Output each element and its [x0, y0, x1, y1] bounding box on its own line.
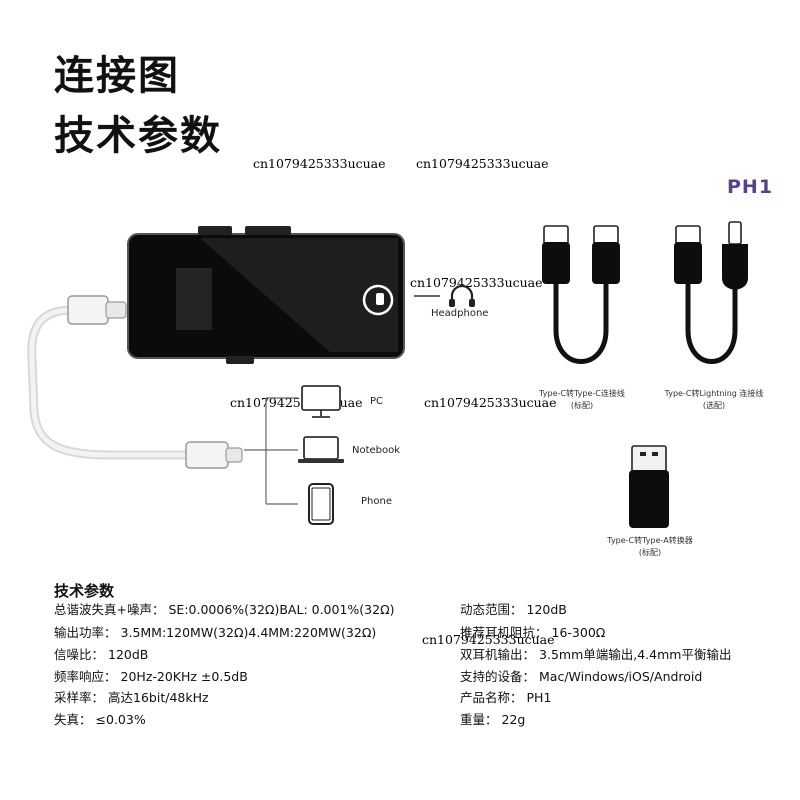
spec-label: 失真： — [54, 712, 92, 727]
c-to-a-caption-line2: (标配) — [638, 548, 662, 557]
spec-row: 采样率：高达16bit/48kHz — [54, 690, 213, 706]
notebook-icon — [298, 436, 344, 463]
watermark-text: cn1079425333ucuae — [253, 156, 386, 171]
spec-label: 产品名称： — [460, 690, 523, 705]
specs-heading: 技术参数 — [54, 582, 115, 600]
watermark-text: cn1079425333ucuae — [410, 275, 543, 290]
spec-row: 产品名称：PH1 — [460, 690, 555, 706]
spec-row: 输出功率：3.5MM:120MW(32Ω)4.4MM:220MW(32Ω) — [54, 625, 380, 641]
watermark-text: cn1079425333ucuae — [424, 395, 557, 410]
type-c-to-type-c-cable — [542, 225, 620, 364]
spec-row: 支持的设备：Mac/Windows/iOS/Android — [460, 669, 706, 685]
headphone-label: Headphone — [431, 308, 489, 319]
c-to-a-caption-line1: Type-C转Type-A转换器 — [607, 536, 693, 545]
page-subtitle: 技术参数 — [54, 113, 222, 159]
spec-label: 输出功率： — [54, 625, 117, 640]
c-to-a-caption: Type-C转Type-A转换器 (标配) — [590, 535, 710, 559]
spec-value: 22g — [501, 712, 526, 727]
type-c-to-lightning-cable — [674, 221, 748, 364]
ph1-device — [127, 226, 405, 364]
spec-row: 总谐波失真+噪声：SE:0.0006%(32Ω)BAL: 0.001%(32Ω) — [54, 602, 399, 618]
spec-label: 频率响应： — [54, 669, 117, 684]
phone-label: Phone — [361, 496, 392, 507]
spec-row: 双耳机输出：3.5mm单端输出,4.4mm平衡输出 — [460, 647, 735, 663]
c-to-c-caption-line2: (标配) — [570, 401, 594, 410]
spec-row: 重量：22g — [460, 712, 529, 728]
spec-label: 信噪比： — [54, 647, 105, 662]
spec-label: 动态范围： — [460, 602, 523, 617]
spec-label: 推荐耳机阻抗： — [460, 625, 548, 640]
notebook-label: Notebook — [352, 445, 401, 456]
spec-row: 失真：≤0.03% — [54, 712, 150, 728]
c-to-lightning-caption-line2: (选配) — [702, 401, 726, 410]
spec-value: ≤0.03% — [95, 712, 146, 727]
spec-label: 采样率： — [54, 690, 105, 705]
connection-diagram — [27, 221, 748, 528]
phone-icon — [308, 483, 334, 525]
spec-value: 3.5MM:120MW(32Ω)4.4MM:220MW(32Ω) — [120, 625, 377, 640]
spec-value: 3.5mm单端输出,4.4mm平衡输出 — [539, 647, 732, 662]
spec-value: 20Hz-20KHz ±0.5dB — [120, 669, 248, 684]
spec-value: Mac/Windows/iOS/Android — [539, 669, 703, 684]
spec-value: 120dB — [108, 647, 149, 662]
watermark-text: cn1079425333ucuae — [422, 632, 555, 647]
spec-row: 频率响应：20Hz-20KHz ±0.5dB — [54, 669, 252, 685]
spec-label: 双耳机输出： — [460, 647, 536, 662]
spec-row: 动态范围：120dB — [460, 602, 571, 618]
spec-label: 总谐波失真+噪声： — [54, 602, 165, 617]
type-c-to-type-a-adapter — [629, 445, 669, 528]
brand-logo: PH1 — [727, 176, 774, 198]
c-to-c-caption: Type-C转Type-C连接线 (标配) — [522, 388, 642, 412]
watermark-text: cn1079425333ucuae — [416, 156, 549, 171]
spec-row: 信噪比：120dB — [54, 647, 152, 663]
c-to-lightning-caption-line1: Type-C转Lightning 连接线 — [664, 389, 764, 398]
spec-label: 重量： — [460, 712, 498, 727]
pc-icon — [301, 385, 341, 418]
headphone-icon — [449, 284, 475, 307]
spec-value: 16-300Ω — [551, 625, 606, 640]
spec-value: 120dB — [526, 602, 567, 617]
c-to-lightning-caption: Type-C转Lightning 连接线 (选配) — [654, 388, 774, 412]
spec-value: PH1 — [526, 690, 552, 705]
pc-label: PC — [370, 396, 384, 407]
spec-row: 推荐耳机阻抗：16-300Ω — [460, 625, 609, 641]
c-to-c-caption-line1: Type-C转Type-C连接线 — [539, 389, 625, 398]
spec-label: 支持的设备： — [460, 669, 536, 684]
spec-value: SE:0.0006%(32Ω)BAL: 0.001%(32Ω) — [168, 602, 395, 617]
page-title: 连接图 — [54, 53, 180, 99]
spec-value: 高达16bit/48kHz — [108, 690, 209, 705]
